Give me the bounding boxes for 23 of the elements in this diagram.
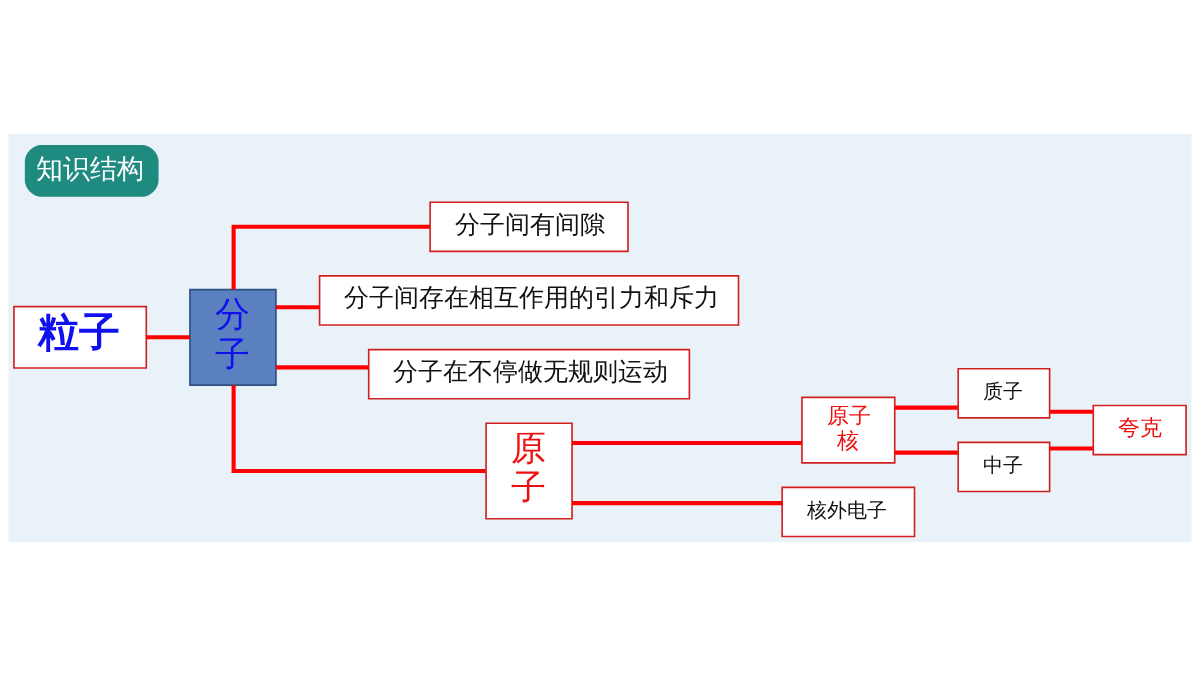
- node-box: 质子: [957, 367, 1051, 419]
- node-box: 中子: [957, 441, 1051, 492]
- connector: [231, 224, 430, 289]
- node-box: 夸克: [1092, 404, 1187, 455]
- node-box: 原子: [485, 421, 573, 520]
- node-box: 原子核: [801, 396, 896, 464]
- connector: [231, 384, 486, 473]
- connector: [895, 405, 958, 410]
- node-box: 粒子: [13, 305, 148, 369]
- connector: [146, 334, 190, 339]
- node-box: 分子间存在相互作用的引力和斥力: [318, 274, 740, 326]
- connector: [1049, 409, 1093, 414]
- connector: [1049, 446, 1093, 451]
- connector: [572, 500, 783, 505]
- connector: [276, 364, 369, 369]
- node-box: 核外电子: [781, 486, 916, 537]
- node-box: 分子: [189, 288, 277, 386]
- node-box: 分子在不停做无规则运动: [367, 348, 691, 400]
- diagram-title: 知识结构: [35, 152, 144, 184]
- connector: [895, 450, 958, 455]
- node-box: 分子间有间隙: [429, 200, 629, 252]
- connector: [276, 304, 320, 309]
- connector: [572, 440, 802, 445]
